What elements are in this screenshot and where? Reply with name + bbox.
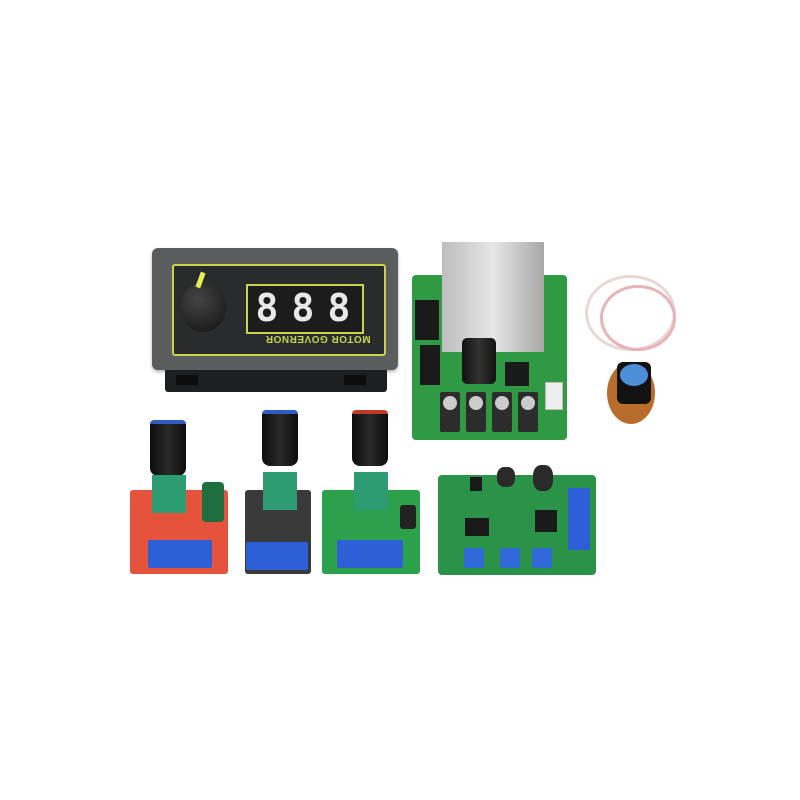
blue-terminal-block [337,540,403,568]
knob-blue [150,420,186,476]
mosfet [415,300,439,340]
seven-segment-display [246,284,364,334]
governor-knob [180,282,226,332]
electrolytic-capacitor [462,338,496,384]
pot-housing [354,472,388,510]
knob-red [352,410,388,466]
screw [443,396,457,410]
chip [535,510,557,532]
capacitor [202,482,224,522]
digit-1: 8 [255,286,279,330]
screw [521,396,535,410]
screw [495,396,509,410]
pot-housing [152,475,186,513]
governor-base [165,370,387,392]
digit-3: 8 [327,286,351,330]
capacitor [497,467,515,487]
knob-blue [262,410,298,466]
capacitor [533,465,553,491]
trimmer-1 [464,548,484,568]
chip [465,518,489,536]
pot-housing [263,472,297,510]
potentiometer-knob-cap [620,364,648,386]
connector [545,382,563,410]
trimmer-3 [532,548,552,568]
digit-2: 8 [291,286,315,330]
mount-clip-left [176,375,198,385]
capacitor [400,505,416,529]
blue-terminal-block [246,542,308,570]
heatsink [442,242,544,352]
blue-terminal-block [148,540,212,568]
trimmer-2 [500,548,520,568]
reset-button [470,477,482,491]
screw [469,396,483,410]
regulator [420,345,440,385]
blue-terminal-block [568,488,590,550]
wire-loop [600,285,676,351]
chip [505,362,529,386]
governor-label: MOTOR GOVERNOR [265,333,371,344]
mount-clip-right [344,375,366,385]
